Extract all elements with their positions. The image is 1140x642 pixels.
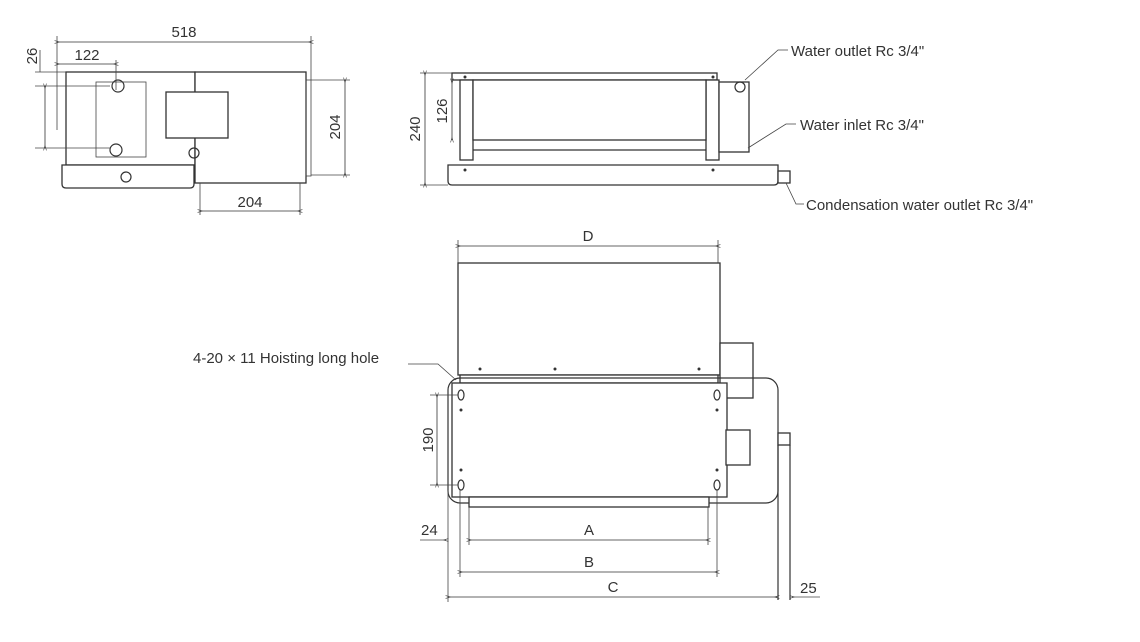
dim-24-label: 24 <box>421 522 438 539</box>
dim-b-label: B <box>584 554 594 571</box>
side-view: 518 122 26 204 204 <box>24 24 350 215</box>
dim-240-label: 240 <box>407 116 424 141</box>
dim-25-label: 25 <box>800 580 817 597</box>
dim-518-label: 518 <box>171 24 196 41</box>
dim-126-label: 126 <box>434 98 451 123</box>
dim-204-vertical-label: 204 <box>327 114 344 139</box>
dim-c-label: C <box>608 579 619 596</box>
hoisting-hole-callout: 4-20 × 11 Hoisting long hole <box>193 350 379 367</box>
front-view: 240 126 Water outlet Rc 3/4" Water inlet… <box>407 43 1033 214</box>
dim-d-label: D <box>583 228 594 245</box>
dim-204-horizontal-label: 204 <box>237 194 262 211</box>
dim-122-label: 122 <box>74 47 99 64</box>
water-inlet-callout: Water inlet Rc 3/4" <box>800 117 924 134</box>
bottom-view: D 4-20 × 11 Hoisting long hole 190 A B C <box>193 228 820 602</box>
water-outlet-callout: Water outlet Rc 3/4" <box>791 43 924 60</box>
condensation-outlet-callout: Condensation water outlet Rc 3/4" <box>806 197 1033 214</box>
dim-a-label: A <box>584 522 594 539</box>
dim-26-label: 26 <box>24 48 41 65</box>
dim-190-label: 190 <box>420 427 437 452</box>
